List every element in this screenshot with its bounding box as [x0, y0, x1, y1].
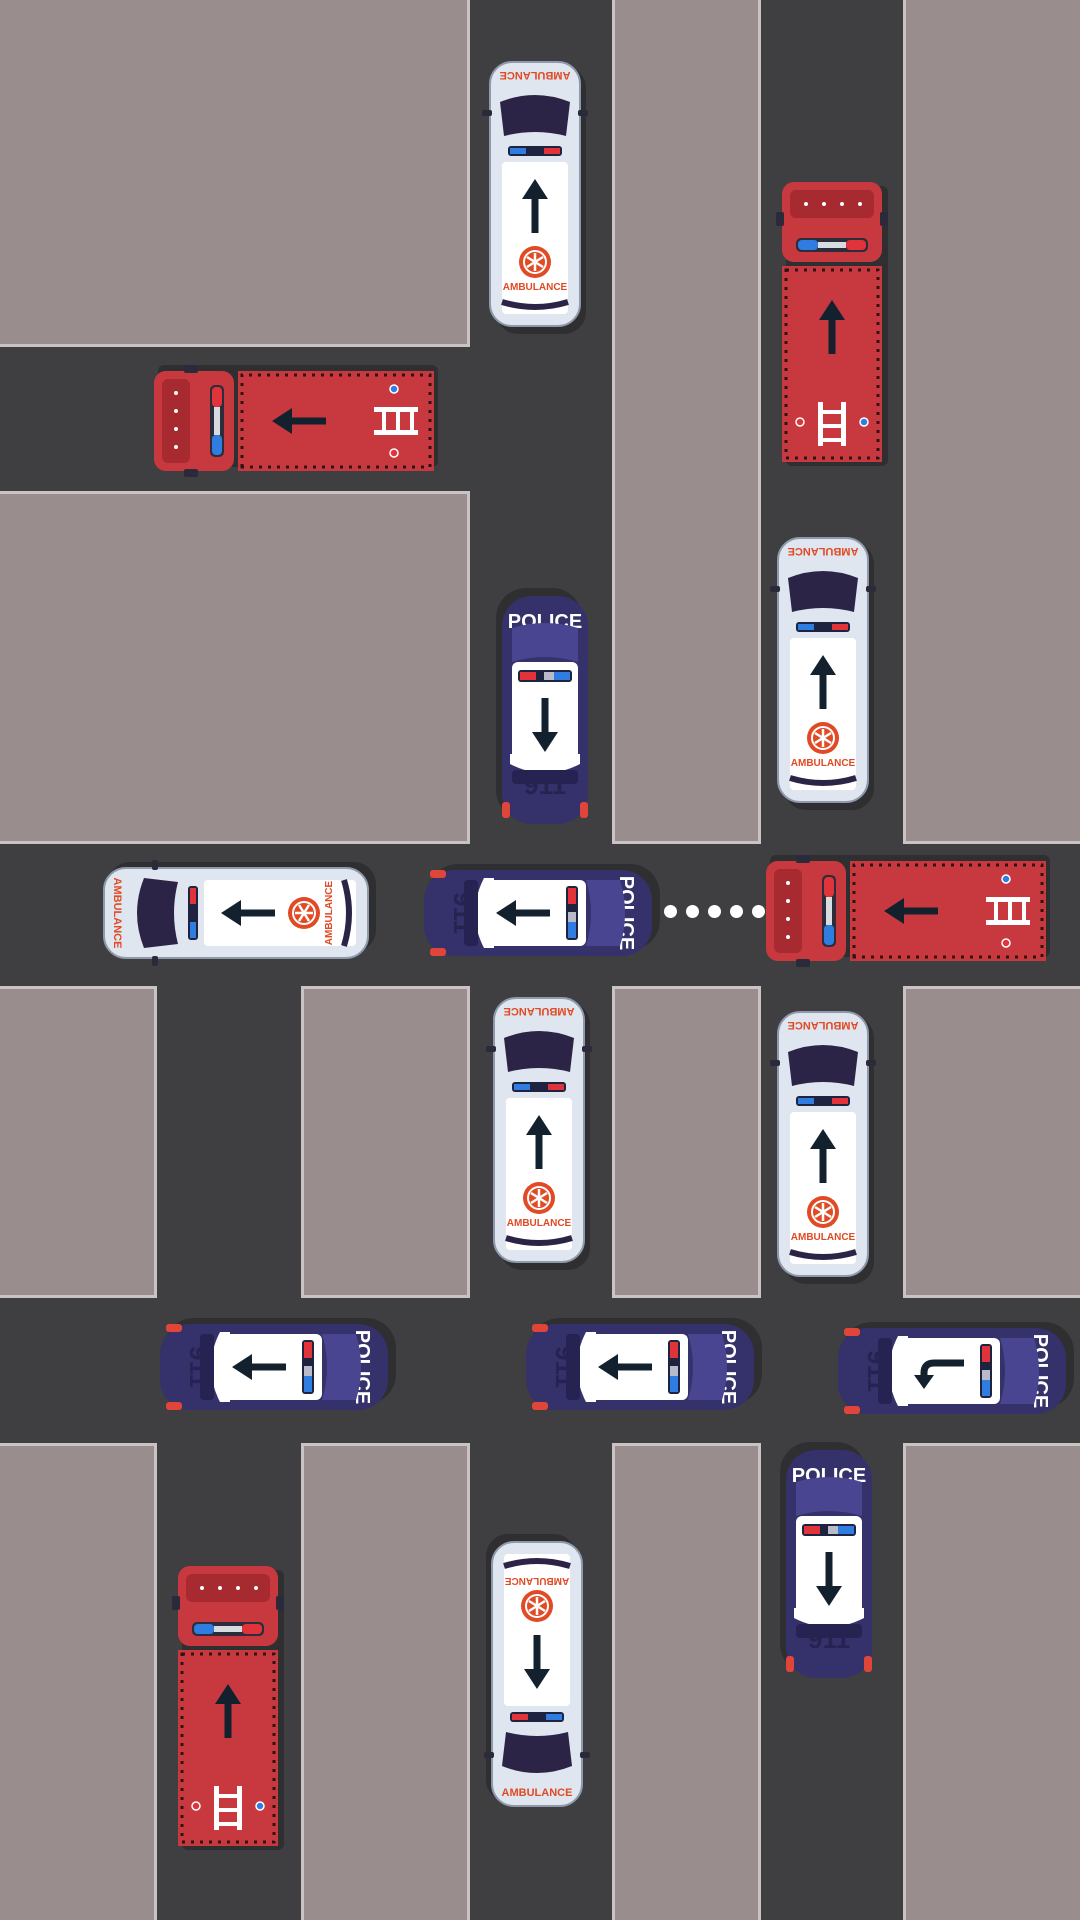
police-body: POLICE 911 — [778, 1442, 874, 1678]
police-car-vehicle[interactable]: POLICE 911 — [526, 1316, 762, 1412]
police-car-vehicle[interactable]: POLICE 911 — [160, 1316, 396, 1412]
svg-text:AMBULANCE: AMBULANCE — [507, 1218, 572, 1229]
svg-text:AMBULANCE: AMBULANCE — [111, 878, 123, 949]
police-body: POLICE 911 — [838, 1320, 1074, 1416]
firetruck-sprite — [154, 365, 438, 477]
city-block — [301, 1443, 470, 1920]
ambulance-sprite: AMBULANCE AMBULANCE — [770, 537, 876, 810]
ambulance-sprite: AMBULANCE AMBULANCE — [482, 61, 588, 334]
ambulance-sprite: AMBULANCE AMBULANCE — [484, 1534, 590, 1807]
police-sprite: POLICE 911 — [526, 1318, 762, 1410]
ambulance-body: AMBULANCE AMBULANCE — [770, 537, 876, 810]
ambulance-body: AMBULANCE AMBULANCE — [486, 997, 592, 1270]
ambulance-body: AMBULANCE AMBULANCE — [770, 1011, 876, 1284]
firetruck-body — [776, 182, 888, 466]
ambulance-body: AMBULANCE AMBULANCE — [484, 1534, 590, 1807]
svg-text:911: 911 — [862, 1350, 892, 1392]
ambulance-vehicle[interactable]: AMBULANCE AMBULANCE — [484, 1534, 590, 1807]
city-block — [903, 0, 1080, 844]
svg-text:911: 911 — [524, 770, 566, 800]
ambulance-sprite: AMBULANCE AMBULANCE — [770, 1011, 876, 1284]
ambulance-sprite: AMBULANCE AMBULANCE — [486, 997, 592, 1270]
firetruck-sprite — [766, 855, 1050, 967]
ambulance-vehicle[interactable]: AMBULANCE AMBULANCE — [103, 860, 376, 966]
city-block — [301, 986, 470, 1298]
ambulance-vehicle[interactable]: AMBULANCE AMBULANCE — [770, 1011, 876, 1284]
police-sprite: POLICE 911 — [838, 1322, 1074, 1414]
police-car-vehicle[interactable]: POLICE 911 — [778, 1442, 874, 1678]
svg-text:AMBULANCE: AMBULANCE — [791, 1232, 856, 1243]
city-block — [0, 986, 157, 1298]
hint-dot — [730, 905, 743, 918]
police-body: POLICE 911 — [526, 1316, 762, 1412]
fire-truck-vehicle[interactable] — [172, 1566, 284, 1850]
svg-text:AMBULANCE: AMBULANCE — [791, 758, 856, 769]
firetruck-body — [766, 855, 1050, 967]
city-block — [0, 1443, 157, 1920]
hint-dot — [752, 905, 765, 918]
ambulance-vehicle[interactable]: AMBULANCE AMBULANCE — [482, 61, 588, 334]
fire-truck-vehicle[interactable] — [776, 182, 888, 466]
fire-truck-vehicle[interactable] — [766, 850, 1050, 972]
police-sprite: POLICE 911 — [424, 864, 660, 956]
firetruck-body — [154, 365, 438, 477]
svg-text:AMBULANCE: AMBULANCE — [788, 545, 859, 557]
svg-text:AMBULANCE: AMBULANCE — [324, 880, 335, 945]
city-block — [903, 986, 1080, 1298]
police-sprite: POLICE 911 — [496, 588, 588, 824]
city-block — [612, 0, 761, 844]
firetruck-body — [172, 1566, 284, 1850]
police-body: POLICE 911 — [424, 862, 660, 958]
city-block — [612, 986, 761, 1298]
police-car-vehicle[interactable]: POLICE 911 — [838, 1320, 1074, 1416]
hint-dot — [686, 905, 699, 918]
svg-text:911: 911 — [448, 892, 478, 934]
svg-text:AMBULANCE: AMBULANCE — [503, 282, 568, 293]
ambulance-vehicle[interactable]: AMBULANCE AMBULANCE — [486, 997, 592, 1270]
svg-text:AMBULANCE: AMBULANCE — [504, 1005, 575, 1017]
city-block — [0, 491, 470, 844]
police-car-vehicle[interactable]: POLICE 911 — [424, 862, 660, 958]
hint-dot — [664, 905, 677, 918]
police-sprite: POLICE 911 — [160, 1318, 396, 1410]
city-block — [903, 1443, 1080, 1920]
move-hint-dots — [664, 905, 765, 919]
svg-text:911: 911 — [808, 1624, 850, 1654]
svg-text:AMBULANCE: AMBULANCE — [504, 1575, 569, 1586]
svg-text:911: 911 — [184, 1346, 214, 1388]
ambulance-vehicle[interactable]: AMBULANCE AMBULANCE — [770, 537, 876, 810]
svg-text:AMBULANCE: AMBULANCE — [500, 69, 571, 81]
police-body: POLICE 911 — [160, 1316, 396, 1412]
firetruck-sprite — [172, 1566, 284, 1850]
city-block — [612, 1443, 761, 1920]
ambulance-sprite: AMBULANCE AMBULANCE — [103, 860, 376, 966]
police-sprite: POLICE 911 — [780, 1442, 872, 1678]
svg-text:911: 911 — [550, 1346, 580, 1388]
svg-text:AMBULANCE: AMBULANCE — [502, 1787, 573, 1799]
police-car-vehicle[interactable]: POLICE 911 — [494, 588, 590, 824]
police-body: POLICE 911 — [494, 588, 590, 824]
svg-text:AMBULANCE: AMBULANCE — [788, 1019, 859, 1031]
ambulance-body: AMBULANCE AMBULANCE — [482, 61, 588, 334]
city-block — [0, 0, 470, 347]
ambulance-body: AMBULANCE AMBULANCE — [103, 860, 376, 966]
fire-truck-vehicle[interactable] — [154, 360, 438, 482]
hint-dot — [708, 905, 721, 918]
firetruck-sprite — [776, 182, 888, 466]
